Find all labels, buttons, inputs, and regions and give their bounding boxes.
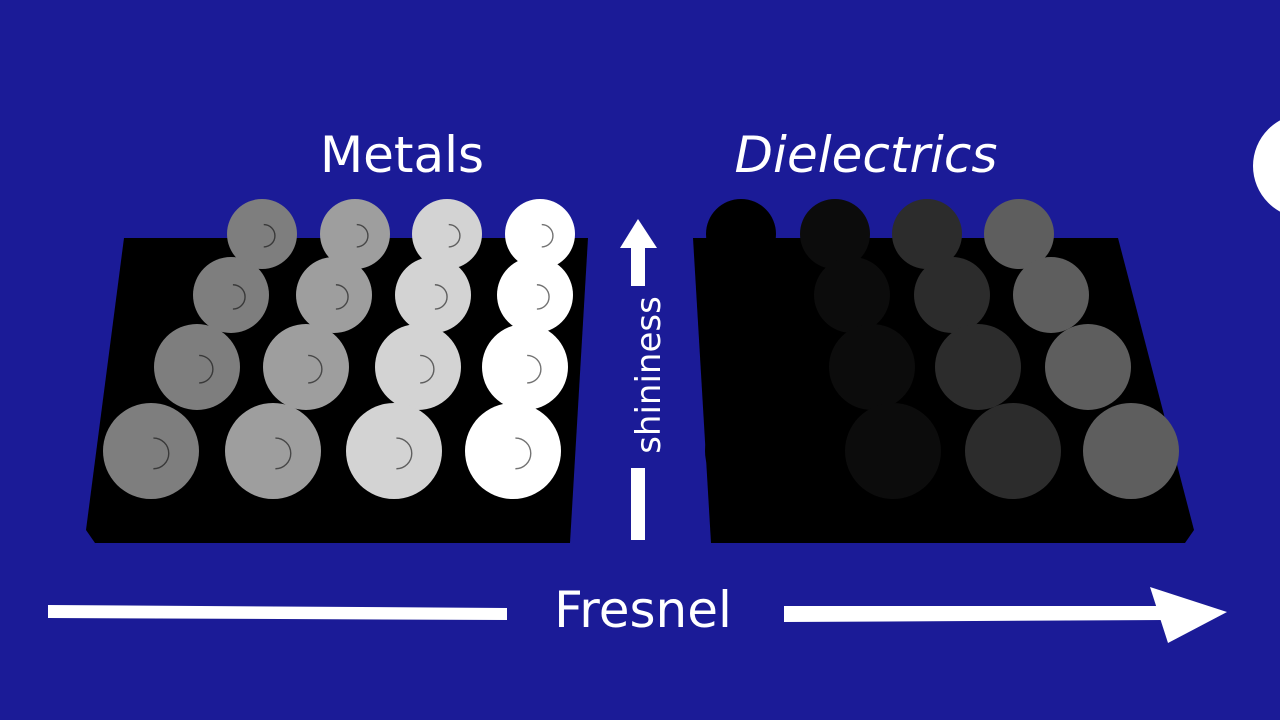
metal-sphere-r1-c3 [412, 199, 482, 269]
metal-sphere-r2-c2-highlight [335, 284, 349, 310]
dielectric-sphere-r1-c1 [706, 199, 776, 269]
dielectric-sphere-r2-c4 [1013, 257, 1089, 333]
dielectric-sphere-r2-c2 [814, 257, 890, 333]
metal-sphere-r1-c2 [320, 199, 390, 269]
dielectric-sphere-r4-c3 [965, 403, 1061, 499]
metal-sphere-r1-c4 [505, 199, 575, 269]
dielectric-sphere-r2-c1 [707, 257, 783, 333]
metal-sphere-r2-c3-highlight [434, 284, 448, 310]
metal-sphere-r2-c4 [497, 257, 573, 333]
metal-sphere-r2-c1-highlight [232, 284, 246, 310]
dielectric-sphere-r2-c3 [914, 257, 990, 333]
metal-sphere-r4-c3-highlight [396, 437, 413, 470]
metal-sphere-r3-c3-highlight [420, 354, 435, 384]
dielectrics-sphere-grid [705, 199, 1179, 499]
shininess-label: shininess [629, 296, 669, 454]
metal-sphere-r1-c3-highlight [448, 223, 461, 248]
metal-sphere-r3-c3 [375, 324, 461, 410]
metals-sphere-grid [103, 199, 575, 499]
metal-sphere-r2-c2 [296, 257, 372, 333]
metal-sphere-r2-c3 [395, 257, 471, 333]
metal-sphere-r4-c2 [225, 403, 321, 499]
dielectric-sphere-r3-c3 [935, 324, 1021, 410]
edge-decoration-circle [1253, 120, 1280, 212]
fresnel-label: Fresnel [554, 581, 732, 639]
dielectric-sphere-r4-c2 [845, 403, 941, 499]
metal-sphere-r3-c2 [263, 324, 349, 410]
metal-sphere-r1-c1-highlight [263, 223, 276, 248]
dielectric-sphere-r3-c1 [706, 324, 792, 410]
metal-sphere-r3-c4-highlight [527, 354, 542, 384]
metal-sphere-r4-c1 [103, 403, 199, 499]
metal-sphere-r3-c1-highlight [199, 354, 214, 384]
metal-sphere-r3-c4 [482, 324, 568, 410]
metal-sphere-r1-c1 [227, 199, 297, 269]
metal-sphere-r4-c2-highlight [275, 437, 292, 470]
metal-sphere-r1-c2-highlight [356, 223, 369, 248]
metal-sphere-r1-c4-highlight [541, 223, 554, 248]
dielectric-sphere-r1-c3 [892, 199, 962, 269]
dielectric-sphere-r1-c2 [800, 199, 870, 269]
metal-sphere-r3-c1 [154, 324, 240, 410]
dielectric-sphere-r3-c4 [1045, 324, 1131, 410]
metal-sphere-r4-c4 [465, 403, 561, 499]
metal-sphere-r2-c1 [193, 257, 269, 333]
dielectric-sphere-r1-c4 [984, 199, 1054, 269]
dielectric-sphere-r4-c4 [1083, 403, 1179, 499]
metal-sphere-r2-c4-highlight [536, 284, 550, 310]
fresnel-arrow [48, 587, 1227, 643]
metals-title: Metals [320, 126, 484, 184]
dielectrics-title: Dielectrics [735, 126, 998, 184]
shininess-arrow [620, 219, 657, 540]
dielectric-sphere-r4-c1 [705, 403, 801, 499]
metal-sphere-r4-c1-highlight [153, 437, 170, 470]
metal-sphere-r4-c3 [346, 403, 442, 499]
metal-sphere-r3-c2-highlight [308, 354, 323, 384]
dielectric-sphere-r3-c2 [829, 324, 915, 410]
metal-sphere-r4-c4-highlight [515, 437, 532, 470]
